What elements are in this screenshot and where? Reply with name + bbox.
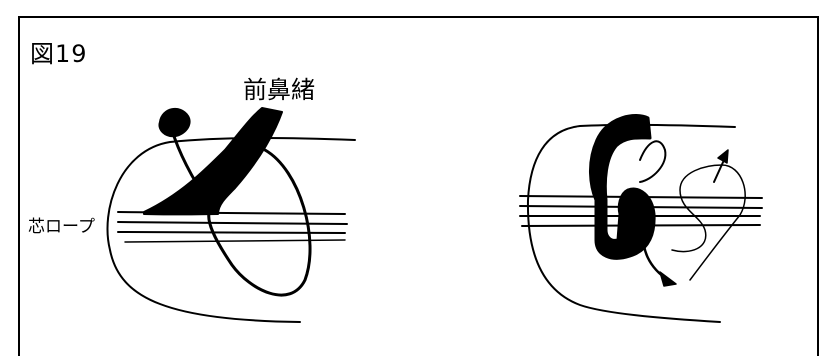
figure-frame xyxy=(18,16,819,356)
figure-title: 図19 xyxy=(30,40,88,68)
right-sandal-diagram xyxy=(519,114,763,323)
core-rope-label: 芯ロープ xyxy=(28,217,95,237)
right-top-hook xyxy=(639,140,667,183)
right-s-strap xyxy=(589,114,656,260)
left-front-strap xyxy=(143,107,283,216)
right-thin-loop xyxy=(671,164,746,281)
left-loop xyxy=(207,148,312,297)
illustration-canvas xyxy=(106,107,763,323)
left-rope-line-4 xyxy=(124,239,346,243)
left-rope-line-3 xyxy=(117,231,346,234)
right-bottom-arrow-head xyxy=(659,271,677,287)
front-strap-label: 前鼻緒 xyxy=(243,76,315,104)
left-knot xyxy=(158,107,191,138)
right-up-arrow-head xyxy=(717,149,729,164)
right-up-arrow xyxy=(713,159,725,183)
left-rope-line-2 xyxy=(117,221,348,225)
left-sandal-diagram xyxy=(106,107,356,323)
